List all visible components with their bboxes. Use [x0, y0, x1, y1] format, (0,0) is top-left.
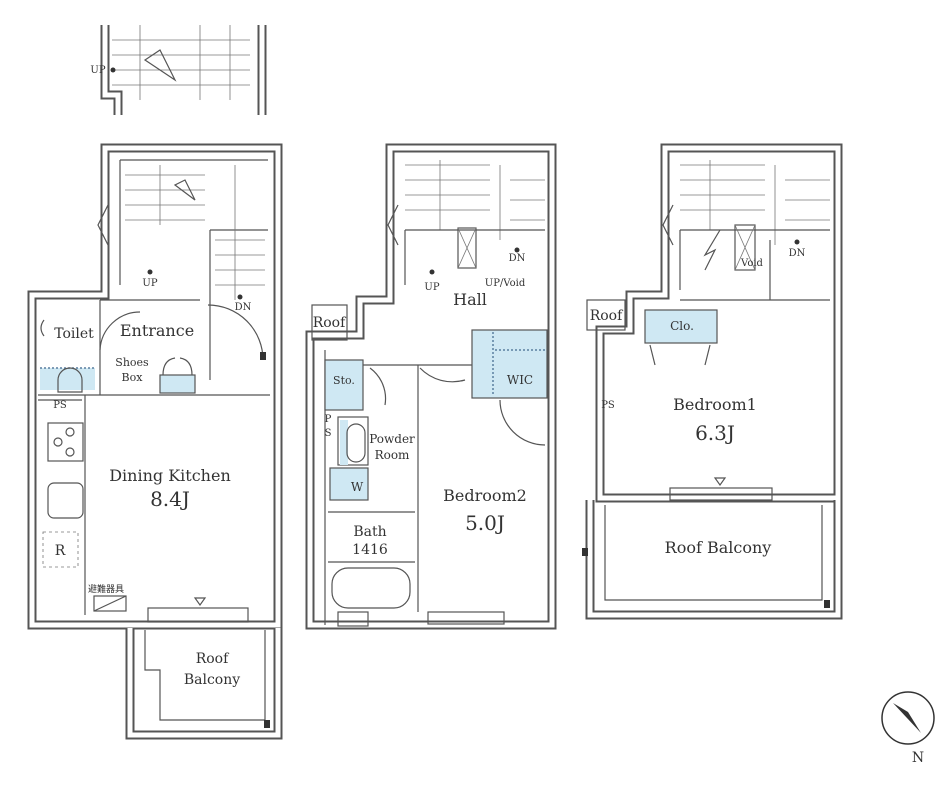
compass-circle [881, 691, 935, 745]
stair-up-label: UP [90, 65, 105, 76]
closet [644, 309, 718, 344]
bedroom2-label: Bedroom2 [443, 486, 527, 505]
f2-up-label: UP [424, 282, 439, 293]
north-arrow-icon [893, 703, 921, 733]
bedroom2-size: 5.0J [465, 511, 505, 535]
floor-1: UP DN Entrance Toilet Shoes Box PS R Din… [27, 143, 283, 740]
f2-ps-s: S [325, 428, 332, 439]
top-stair-fragment: UP [90, 25, 267, 115]
floor-3: Void DN Roof Clo. PS Bedroom1 6.3J Roof … [582, 143, 843, 620]
f2-up-void-label: UP/Void [485, 278, 526, 289]
evacuation-equipment-label: 避難器具 [88, 583, 124, 595]
shoes-box-label-line1: Shoes [115, 356, 149, 369]
void-label: Void [740, 258, 764, 269]
bath-size: 1416 [352, 542, 388, 558]
dining-kitchen-size: 8.4J [150, 487, 190, 511]
bedroom1-size: 6.3J [695, 421, 735, 445]
refrigerator-label: R [55, 543, 66, 559]
f1-ps-label: PS [53, 400, 67, 411]
f1-roof-balcony-line2: Balcony [184, 672, 240, 688]
stove-icon [47, 422, 84, 462]
washer-label: W [351, 480, 364, 494]
compass: N [881, 691, 935, 766]
f2-dn-label: DN [509, 253, 526, 264]
entrance-label: Entrance [120, 321, 194, 340]
f3-roof-label: Roof [590, 308, 624, 324]
storage [324, 359, 364, 411]
north-label: N [912, 750, 924, 766]
floor-2: UP DN UP/Void Hall Roof Sto. P S W Powde… [305, 143, 557, 630]
sink-icon [47, 482, 84, 519]
f1-dn-label: DN [235, 302, 252, 313]
washer-space [329, 467, 369, 501]
hall-label: Hall [453, 290, 487, 309]
toilet-label: Toilet [54, 326, 94, 342]
f3-ps-label: PS [601, 400, 615, 411]
f1-up-label: UP [142, 278, 157, 289]
f3-dn-label: DN [789, 248, 806, 259]
closet-label: Clo. [670, 319, 694, 333]
washbasin-icon [346, 423, 366, 463]
bath-label: Bath [353, 524, 386, 540]
wic-label: WIC [507, 373, 533, 387]
f2-roof-label: Roof [313, 315, 347, 331]
bedroom1-label: Bedroom1 [673, 395, 757, 414]
f1-roof-balcony-line1: Roof [196, 651, 230, 667]
storage-label: Sto. [333, 374, 355, 387]
shoes-box-label-line2: Box [122, 371, 144, 384]
powder-room-line2: Room [375, 448, 410, 462]
bathtub-icon [331, 567, 411, 609]
powder-room-line1: Powder [369, 432, 415, 446]
walk-in-closet [471, 329, 548, 399]
f3-roof-balcony-label: Roof Balcony [665, 538, 772, 557]
f2-ps-p: P [325, 414, 332, 425]
dining-kitchen-label: Dining Kitchen [109, 466, 231, 485]
